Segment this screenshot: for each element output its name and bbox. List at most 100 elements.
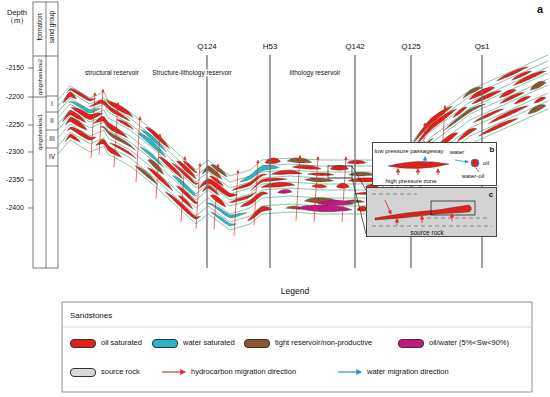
inset-text: water-oil [462,173,485,180]
column-border [33,2,58,268]
sand-lens [347,160,366,164]
depth-value: -2350 [6,176,24,184]
column-header: sand group [48,11,55,44]
legend-text: hydrocarbon migration direction [191,368,296,376]
sand-lens [240,192,268,207]
sand-lens [206,203,247,218]
bedding-line [427,218,487,219]
sand-lens [514,96,531,104]
sand-lens [296,205,352,212]
legend-text: oil/water (5%<Sw<90%) [429,339,509,347]
axis-title: Depth （m） [2,9,32,26]
sand-lens [265,158,281,164]
hydrocarbon-arrow [398,169,399,175]
water-arrow [425,157,426,163]
sand-lens [473,109,503,123]
column-header: formation [36,13,43,40]
legend-heading: Sandstones [70,312,112,321]
depth-value: -2300 [6,148,24,156]
bedding-line [372,226,492,227]
well-name: Q125 [401,43,421,52]
sand-lens [141,130,166,152]
stratum-line [58,67,548,188]
sand-lens [308,173,334,176]
fault-migration-arrow [314,157,318,222]
sand-lens [305,178,334,182]
zoom-line [352,178,366,234]
sand-lens [138,133,166,157]
inset-text: source rock [410,229,444,236]
fault-migration-arrow [99,89,103,154]
sand-divider [46,166,58,167]
legend-arrow-line [162,371,185,372]
well-line [206,55,207,268]
sand-divider [46,112,58,113]
reservoir-type: lithology reservoir [289,69,342,76]
stratum-line [58,61,548,182]
formation-name: qingshankou1 [36,114,42,150]
well-name: Q142 [345,43,365,52]
well-name: H53 [263,43,278,52]
sand-lens [63,92,76,103]
sand-lens [457,128,477,141]
inset-text: oil [483,160,489,167]
sand-lens [65,134,80,142]
panel-letter: a [537,3,543,15]
fault-migration-arrow [156,134,160,199]
depth-tick [28,97,33,98]
mix-pointer [476,168,479,172]
sand-divider [46,96,58,97]
legend-title: Legend [281,287,309,296]
legend-text: source rock [101,368,140,376]
fault-migration-arrow [254,160,258,225]
depth-value: -2150 [6,64,24,72]
legend-text: oil saturated [101,339,142,347]
sand-lens [444,104,486,131]
sand-lens [261,182,295,188]
depth-value: -2250 [6,121,24,129]
sand-lens [271,170,302,174]
inset-text: high pressure zone [385,178,436,185]
depth-value: -2400 [6,204,24,212]
inset-text: b [490,146,495,155]
oil-body [388,161,449,168]
legend-swatch [70,368,96,377]
sand-lens [530,81,546,90]
fault-migration-arrow [234,171,238,236]
legend-divider [62,327,532,328]
depth-value: -2200 [6,93,24,101]
fault-migration-arrow [114,102,118,167]
legend-arrow [160,367,188,377]
depth-tick [28,152,33,153]
hydrocarbon-arrow [422,216,423,223]
hydrocarbon-arrow [397,219,398,225]
legend-text: water saturated [183,339,235,347]
well-line [269,55,270,268]
fault-migration-arrow [91,93,95,158]
sand-lens [277,189,292,193]
hydrocarbon-arrow [418,169,419,175]
fault-migration-arrow [136,117,140,182]
legend-swatch [152,339,178,348]
fault-migration-arrow [296,156,300,221]
legend-text: tight reservoir/non-productive [275,339,372,347]
well-name: Q124 [197,43,217,52]
oil-body [375,205,472,220]
sand-lens [116,120,133,130]
depth-tick [28,180,33,181]
legend-arrow [336,367,364,377]
column-frame [28,2,58,268]
sand-lens [198,179,237,197]
zoom-box [328,166,352,178]
sand-group: II [50,117,54,124]
sand-lens [158,157,182,179]
sand-lens [336,183,349,188]
inset-b: blow pressure passagewayhigh pressure zo… [372,142,497,186]
legend-arrow-line [338,371,361,372]
sand-lens [528,105,546,115]
sand-group: I [51,100,53,107]
